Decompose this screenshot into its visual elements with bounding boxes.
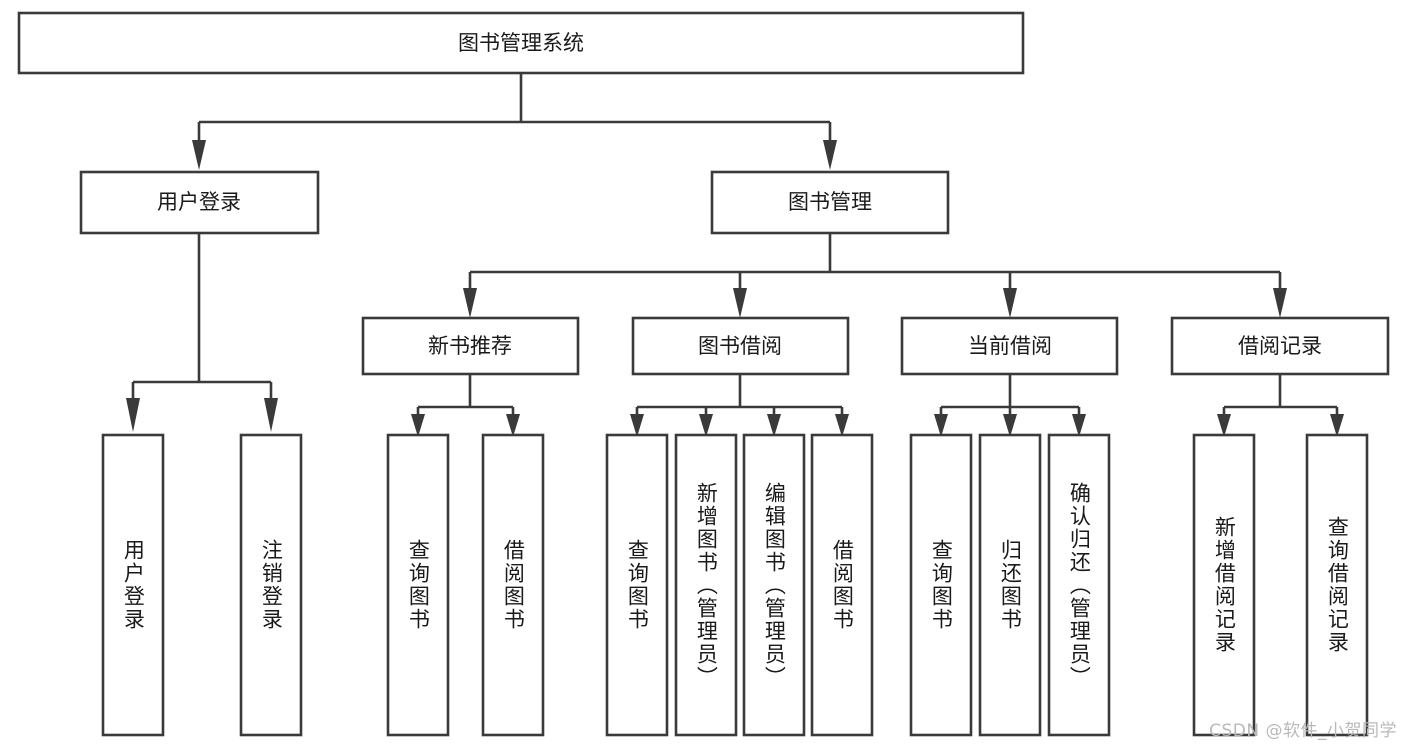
leaf-book-borrow-1[interactable]: 查询图书 [605, 433, 669, 737]
leaf-book-borrow-1-label: 查询图书 [625, 539, 650, 631]
arrow-head-leaf-currentborrow-3 [1072, 414, 1086, 437]
leaf-new-book-2-box[interactable] [481, 433, 545, 737]
node-root-label: 图书管理系统 [458, 31, 584, 55]
node-book-management[interactable]: 图书管理 [710, 170, 950, 235]
leaf-current-borrow-1[interactable]: 查询图书 [909, 433, 973, 737]
arrow-head-leaf-borrowrecord-2 [1330, 414, 1344, 437]
connector-group-newbook [411, 374, 520, 437]
node-borrow-record[interactable]: 借阅记录 [1170, 316, 1390, 376]
leaf-new-book-2[interactable]: 借阅图书 [481, 433, 545, 737]
leaf-user-login-1[interactable]: 用户登录 [101, 433, 165, 737]
leaf-new-book-1-box[interactable] [386, 433, 450, 737]
leaf-borrow-record-1-label: 新增借阅记录 [1212, 516, 1237, 654]
node-new-book-recommend-box[interactable] [361, 316, 580, 376]
arrow-head-leaf-currentborrow-1 [934, 414, 948, 437]
leaf-current-borrow-1-label: 查询图书 [929, 539, 954, 631]
leaf-borrow-record-2[interactable]: 查询借阅记录 [1305, 433, 1369, 737]
connector-group-bookmgmt [463, 233, 1287, 318]
node-user-login-box[interactable] [79, 170, 320, 235]
node-book-borrow-label: 图书借阅 [698, 334, 782, 358]
arrow-head-leaf-currentborrow-2 [1003, 414, 1017, 437]
node-user-login-label: 用户登录 [157, 190, 241, 214]
leaf-book-borrow-4-box[interactable] [810, 433, 874, 737]
leaf-user-login-2[interactable]: 注销登录 [239, 433, 303, 737]
node-current-borrow-box[interactable] [900, 316, 1119, 376]
node-book-management-label: 图书管理 [788, 190, 872, 214]
arrow-head-borrowrecord [1273, 288, 1287, 318]
leaf-book-borrow-3[interactable]: 编辑图书（管理员） [742, 433, 806, 737]
node-borrow-record-box[interactable] [1170, 316, 1390, 376]
leaf-book-borrow-2-box[interactable] [674, 433, 738, 737]
leaf-current-borrow-2-label: 归还图书 [998, 539, 1023, 631]
arrow-head-newbook [463, 288, 477, 318]
node-book-borrow[interactable]: 图书借阅 [631, 316, 850, 376]
arrow-head-leaf-bookborrow-4 [835, 414, 849, 437]
leaf-current-borrow-2-box[interactable] [978, 433, 1042, 737]
leaf-borrow-record-2-box[interactable] [1305, 433, 1369, 737]
leaf-book-borrow-2[interactable]: 新增图书（管理员） [674, 433, 738, 737]
arrow-head-leaf-user-login-1 [126, 398, 140, 432]
arrow-head-bookborrow [733, 288, 747, 318]
leaf-new-book-1[interactable]: 查询图书 [386, 433, 450, 737]
arrow-head-bookmgmt [823, 140, 837, 170]
arrow-head-leaf-newbook-1 [411, 414, 425, 437]
connector-group-borrowrecord [1217, 374, 1344, 437]
node-root[interactable]: 图书管理系统 [17, 11, 1025, 75]
connector-group-bookborrow [630, 374, 849, 437]
leaf-current-borrow-2[interactable]: 归还图书 [978, 433, 1042, 737]
csdn-watermark: CSDN @软件_小贺同学 [1209, 721, 1397, 741]
leaf-current-borrow-3[interactable]: 确认归还（管理员） [1047, 433, 1111, 737]
node-root-box[interactable] [17, 11, 1025, 75]
leaf-new-book-1-label: 查询图书 [406, 539, 431, 631]
leaf-user-login-2-label: 注销登录 [259, 539, 284, 631]
leaf-current-borrow-3-box[interactable] [1047, 433, 1111, 737]
arrow-head-leaf-newbook-2 [506, 414, 520, 437]
leaf-book-borrow-1-box[interactable] [605, 433, 669, 737]
leaf-current-borrow-3-label: 确认归还（管理员） [1067, 481, 1092, 689]
arrow-head-leaf-bookborrow-2 [699, 414, 713, 437]
node-borrow-record-label: 借阅记录 [1238, 334, 1322, 358]
node-book-borrow-box[interactable] [631, 316, 850, 376]
leaf-user-login-2-box[interactable] [239, 433, 303, 737]
arrow-head-leaf-borrowrecord-1 [1217, 414, 1231, 437]
arrow-head-leaf-user-login-2 [264, 398, 278, 432]
leaf-borrow-record-1-box[interactable] [1192, 433, 1256, 737]
connector-group-currentborrow [934, 374, 1086, 437]
leaf-book-borrow-2-label: 新增图书（管理员） [694, 481, 719, 689]
leaf-book-borrow-4-label: 借阅图书 [830, 539, 855, 631]
leaf-borrow-record-1[interactable]: 新增借阅记录 [1192, 433, 1256, 737]
arrow-head-leaf-bookborrow-3 [767, 414, 781, 437]
leaf-new-book-2-label: 借阅图书 [501, 539, 526, 631]
leaf-book-borrow-4[interactable]: 借阅图书 [810, 433, 874, 737]
leaf-user-login-1-label: 用户登录 [121, 539, 146, 631]
node-current-borrow[interactable]: 当前借阅 [900, 316, 1119, 376]
leaf-current-borrow-1-box[interactable] [909, 433, 973, 737]
node-book-management-box[interactable] [710, 170, 950, 235]
node-user-login[interactable]: 用户登录 [79, 170, 320, 235]
arrow-head-currentborrow [1003, 288, 1017, 318]
node-new-book-recommend[interactable]: 新书推荐 [361, 316, 580, 376]
connector-group-root [192, 73, 837, 170]
arrow-head-leaf-bookborrow-1 [630, 414, 644, 437]
leaf-book-borrow-3-label: 编辑图书（管理员） [762, 481, 787, 689]
node-current-borrow-label: 当前借阅 [968, 334, 1052, 358]
leaf-user-login-1-box[interactable] [101, 433, 165, 737]
leaf-borrow-record-2-label: 查询借阅记录 [1325, 516, 1350, 654]
connector-group-userlogin [126, 233, 278, 432]
leaf-book-borrow-3-box[interactable] [742, 433, 806, 737]
arrow-head-userlogin [192, 140, 206, 170]
node-new-book-recommend-label: 新书推荐 [428, 334, 512, 358]
